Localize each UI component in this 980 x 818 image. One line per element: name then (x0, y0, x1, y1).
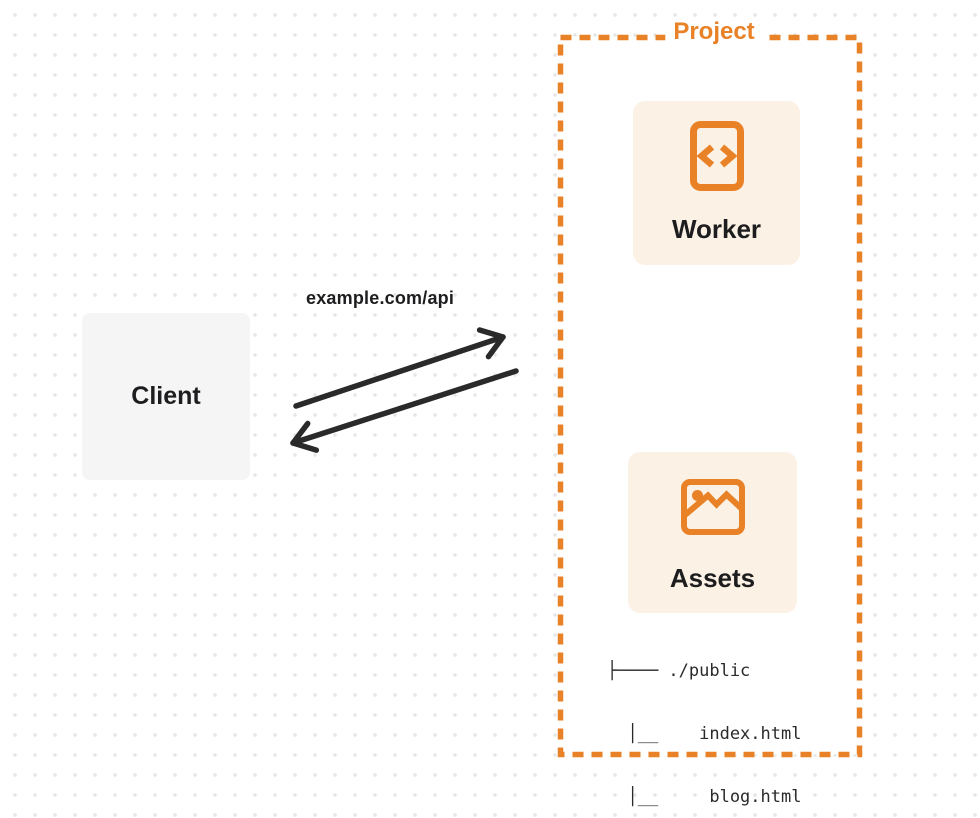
assets-card: Assets (628, 452, 797, 613)
project-title: Project (665, 18, 763, 46)
request-url-label: example.com/api (306, 288, 455, 308)
request-arrow (293, 327, 506, 409)
file-tree-line: │__ index.html (607, 724, 802, 744)
code-file-icon (689, 121, 744, 191)
assets-file-tree: ├──── ./public │__ index.html │__ blog.h… (607, 619, 801, 818)
worker-label: Worker (671, 214, 762, 244)
assets-label: Assets (669, 563, 756, 593)
client-label: Client (131, 382, 201, 410)
response-arrow (290, 368, 519, 453)
file-tree-line: │__ blog.html (607, 787, 802, 807)
file-tree-line: ├──── ./public (607, 661, 751, 681)
worker-card: Worker (633, 101, 800, 265)
image-icon (680, 479, 745, 535)
client-card: Client (82, 313, 250, 480)
